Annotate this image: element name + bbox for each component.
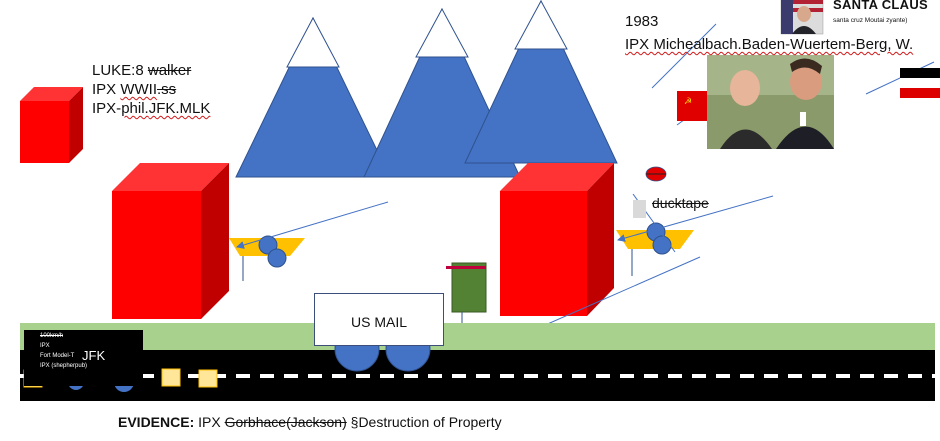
jfk-panel-title: JFK: [82, 348, 106, 363]
note-year: 1983: [625, 13, 659, 30]
jfk-panel-speed: 100km/h: [40, 333, 64, 339]
ducktape-marker: [633, 166, 667, 218]
note-ipx: IPX: [92, 81, 121, 98]
red-building-right: [500, 163, 614, 316]
red-building-left: [112, 163, 229, 319]
us-mail-label: US MAIL: [350, 314, 407, 330]
jfk-panel: 100km/h IPX Fort Model-T IPX (shepherpub…: [24, 330, 143, 386]
evidence-suffix: §Destruction of Property: [346, 414, 502, 430]
ducktape-label: ducktape: [652, 195, 709, 211]
note-walker: walker: [147, 62, 192, 79]
platform-right: [616, 222, 694, 276]
note-luke: LUKE:8: [92, 62, 148, 79]
svg-text:☭: ☭: [684, 97, 692, 107]
jfk-panel-shepherpub: IPX (shepherpub): [40, 363, 88, 369]
jfk-panel-model-t: Fort Model-T: [40, 353, 75, 359]
note-line-3: IPX-phil.JFK.MLK: [92, 100, 210, 118]
evidence-prefix: IPX: [194, 414, 225, 430]
note-place: IPX Michealbach.Baden-Wuertem-Berg, W.: [625, 36, 914, 53]
note-ss: .ss: [157, 81, 177, 98]
green-mailbox: [446, 262, 487, 338]
grass-strip: [20, 323, 935, 350]
evidence-label: EVIDENCE:: [118, 414, 195, 430]
note-line-2: IPX WWII.ss: [92, 81, 176, 99]
santa-title: SANTA CLAUS: [833, 0, 929, 12]
mountain-right: [464, 0, 618, 164]
evidence-struck: Gorbhace(Jackson): [224, 414, 347, 430]
evidence-line: EVIDENCE: IPX Gorbhace(Jackson) §Destruc…: [118, 414, 502, 430]
leaders-photo: [707, 55, 834, 149]
note-phil: phil.: [121, 100, 149, 117]
us-mail-truck: US MAIL: [314, 293, 444, 346]
small-red-cube: [20, 87, 83, 163]
santa-portrait: [780, 0, 824, 35]
jfk-panel-ipx: IPX: [40, 343, 50, 349]
note-line-1: LUKE:8 walker: [92, 62, 191, 80]
note-jfk-mlk: JFK.MLK: [148, 100, 211, 117]
note-wwii: WWII: [120, 81, 158, 98]
note-ipx-2: IPX-: [92, 100, 122, 117]
santa-subtitle: santa cruz Moutai zyante): [833, 17, 908, 24]
german-flag: [900, 68, 940, 98]
mountain-left: [235, 16, 391, 178]
platform-left: [229, 235, 305, 281]
